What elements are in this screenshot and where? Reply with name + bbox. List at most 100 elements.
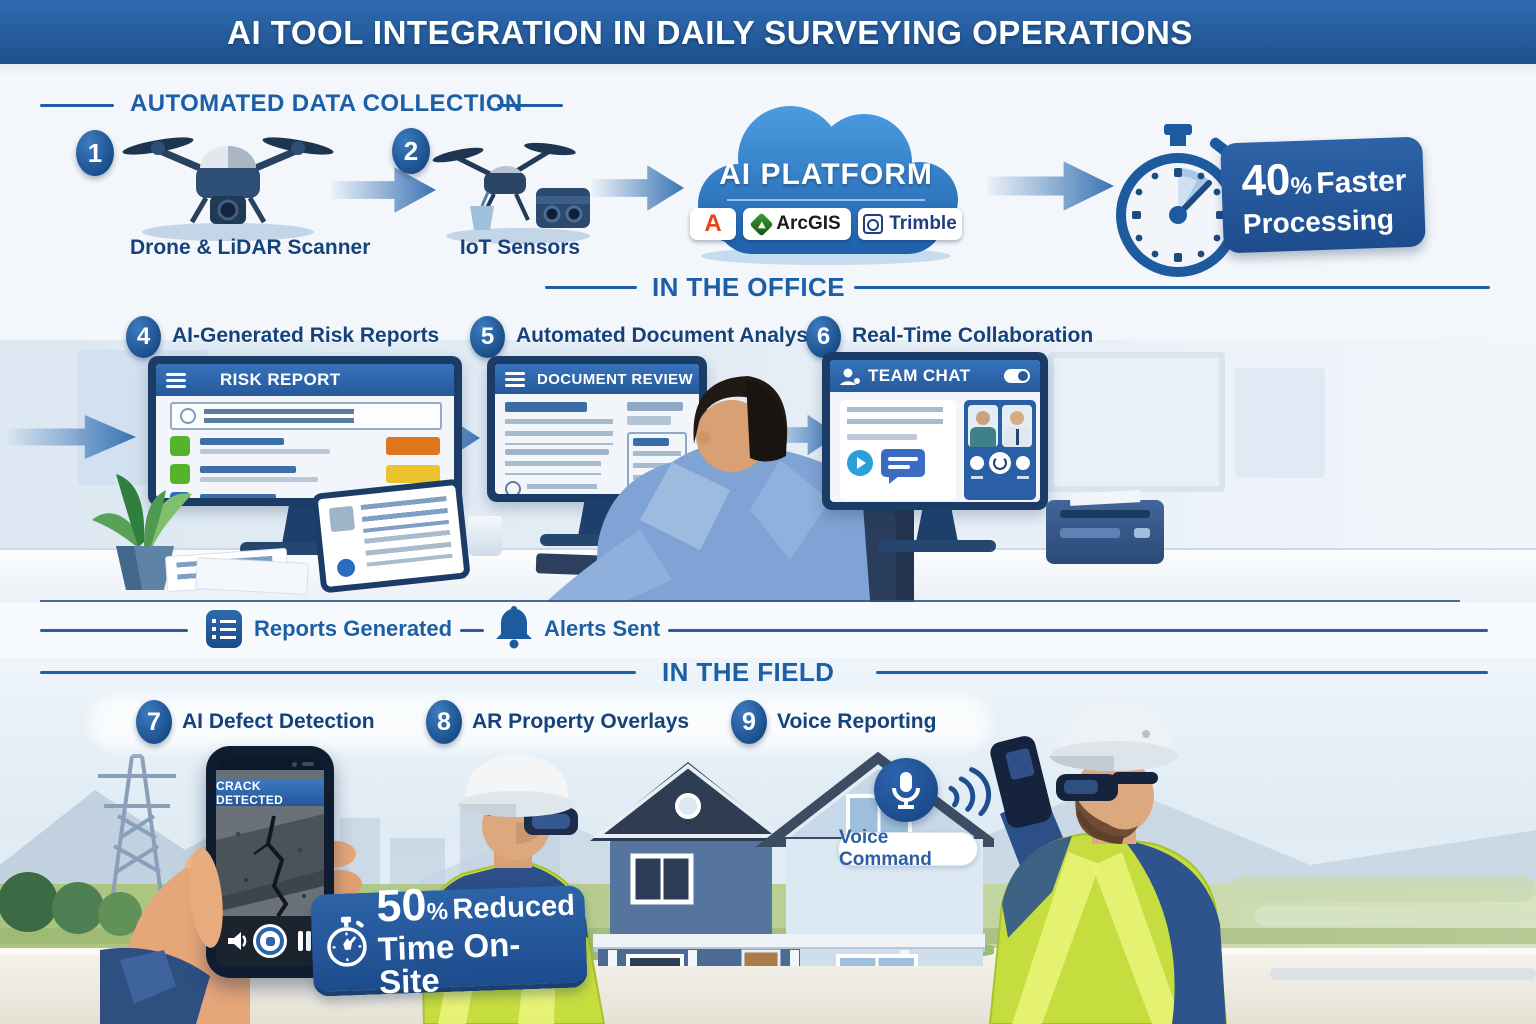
voice-command-pill: Voice Command xyxy=(838,827,978,870)
alerts-sent-label: Alerts Sent xyxy=(544,616,661,641)
risk-report-screen: RISK REPORT xyxy=(156,364,454,498)
step-label-collaboration: Real-Time Collaboration xyxy=(852,324,1094,347)
video-participant-2 xyxy=(1002,405,1032,447)
phone-thumb xyxy=(189,848,223,948)
drone-icon xyxy=(122,137,334,241)
play-icon[interactable] xyxy=(847,450,873,476)
step-badge-8: 8 xyxy=(426,700,462,744)
search-icon xyxy=(180,408,196,424)
gallery-icon[interactable] xyxy=(298,931,303,951)
microphone-icon xyxy=(874,758,938,822)
call-control-icon[interactable] xyxy=(1016,456,1030,470)
section-heading-office: IN THE OFFICE xyxy=(652,272,845,302)
chat-panel xyxy=(840,400,956,500)
paper-sheet xyxy=(195,557,309,595)
team-chat-screen: TEAM CHAT xyxy=(830,360,1040,502)
phone-screen: CRACK DETECTED xyxy=(216,758,324,966)
stopwatch-icon xyxy=(1116,124,1240,277)
outputs-dash xyxy=(460,629,484,632)
crack-alert-banner: CRACK DETECTED xyxy=(216,779,324,807)
trees xyxy=(0,872,142,936)
office-shelf-decor xyxy=(1048,352,1225,492)
risk-status-orange xyxy=(386,437,440,455)
step-badge-7: 7 xyxy=(136,700,172,744)
step-badge-4: 4 xyxy=(126,316,161,358)
cloud-divider xyxy=(727,199,925,201)
call-control-icon[interactable] xyxy=(970,456,984,470)
document-review-header: DOCUMENT REVIEW xyxy=(495,364,699,394)
office-rule-left xyxy=(545,286,637,289)
stopwatch-icon xyxy=(327,916,367,967)
field-rule-right xyxy=(876,671,1488,674)
risk-status-yellow xyxy=(386,465,440,483)
printer-paper xyxy=(1069,490,1141,506)
town-silhouette xyxy=(340,790,560,884)
flow-arrow-3 xyxy=(988,161,1114,211)
risk-report-title: RISK REPORT xyxy=(220,370,341,389)
step-label-document-analysis: Automated Document Analysis xyxy=(516,324,826,347)
field-rule-left xyxy=(40,671,636,674)
autodesk-logo: A xyxy=(690,208,736,240)
risk-report-header: RISK REPORT xyxy=(156,364,454,396)
arcgis-diamond-icon xyxy=(749,211,774,237)
reports-generated-label: Reports Generated xyxy=(254,616,453,641)
voice-worker-illustration xyxy=(988,702,1228,1024)
outputs-rule-left xyxy=(40,629,188,632)
step-badge-6: 6 xyxy=(806,316,841,358)
video-participant-1 xyxy=(968,405,998,447)
banner-divider xyxy=(0,64,1536,78)
flow-arrow-1 xyxy=(332,167,436,213)
tablet xyxy=(311,478,471,594)
outputs-rule-right xyxy=(668,629,1488,632)
call-control-main-icon[interactable] xyxy=(989,452,1011,474)
heading-rule-right xyxy=(497,104,563,107)
arcgis-logo: ArcGIS xyxy=(743,208,851,240)
step-badge-9: 9 xyxy=(731,700,767,744)
monitor-document-review: DOCUMENT REVIEW xyxy=(487,356,707,502)
video-call-panel xyxy=(964,400,1036,500)
team-chat-title: TEAM CHAT xyxy=(868,366,971,385)
coffee-mug xyxy=(468,516,502,556)
desk-separator-line xyxy=(40,600,1460,602)
metric-40-faster: 40% Faster Processing xyxy=(1220,136,1426,254)
risk-row-1[interactable] xyxy=(170,436,440,456)
document-review-title: DOCUMENT REVIEW xyxy=(537,370,693,388)
step-label-defect-detection: AI Defect Detection xyxy=(182,710,375,733)
plant-icon xyxy=(92,474,192,590)
sound-waves-icon xyxy=(948,767,992,817)
volume-icon[interactable] xyxy=(228,931,248,951)
section-heading-data-collection: AUTOMATED DATA COLLECTION xyxy=(130,90,523,117)
chat-bubble-icon xyxy=(881,449,925,484)
trimble-glyph-icon xyxy=(863,214,884,234)
step-label-ar-overlays: AR Property Overlays xyxy=(472,710,690,733)
field-band-decor xyxy=(1270,968,1536,980)
bell-icon xyxy=(496,606,532,649)
document-body xyxy=(505,402,615,494)
title-banner xyxy=(0,0,1536,64)
page-title: AI TOOL INTEGRATION IN DAILY SURVEYING O… xyxy=(227,14,1193,51)
risk-row-2[interactable] xyxy=(170,464,440,484)
iot-drone-icon xyxy=(432,142,590,244)
search-bar[interactable] xyxy=(170,402,442,430)
camera-shutter-icon[interactable] xyxy=(253,924,287,958)
step-badge-5: 5 xyxy=(470,316,505,358)
trimble-logo: Trimble xyxy=(858,208,962,240)
metric-50-reduced: 50% Reduced Time On-Site xyxy=(310,879,588,1000)
document-review-screen: DOCUMENT REVIEW xyxy=(495,364,699,494)
risk-marker-green xyxy=(170,436,190,456)
heading-rule-left xyxy=(40,104,114,107)
step-badge-2: 2 xyxy=(392,128,430,174)
step-label-risk-reports: AI-Generated Risk Reports xyxy=(172,324,440,347)
office-cabinet-decor xyxy=(1235,368,1325,478)
platform-logo-row: A ArcGIS Trimble xyxy=(690,208,962,240)
menu-icon[interactable] xyxy=(166,372,186,388)
monitor-stand xyxy=(916,510,958,542)
menu-icon[interactable] xyxy=(505,371,525,387)
camera-controls xyxy=(216,916,324,966)
crack-photo xyxy=(216,806,324,916)
toggle-icon[interactable] xyxy=(1004,369,1030,383)
monitor-risk-report: RISK REPORT xyxy=(148,356,462,506)
report-list-icon xyxy=(206,610,242,648)
field-band-decor xyxy=(1230,876,1536,902)
